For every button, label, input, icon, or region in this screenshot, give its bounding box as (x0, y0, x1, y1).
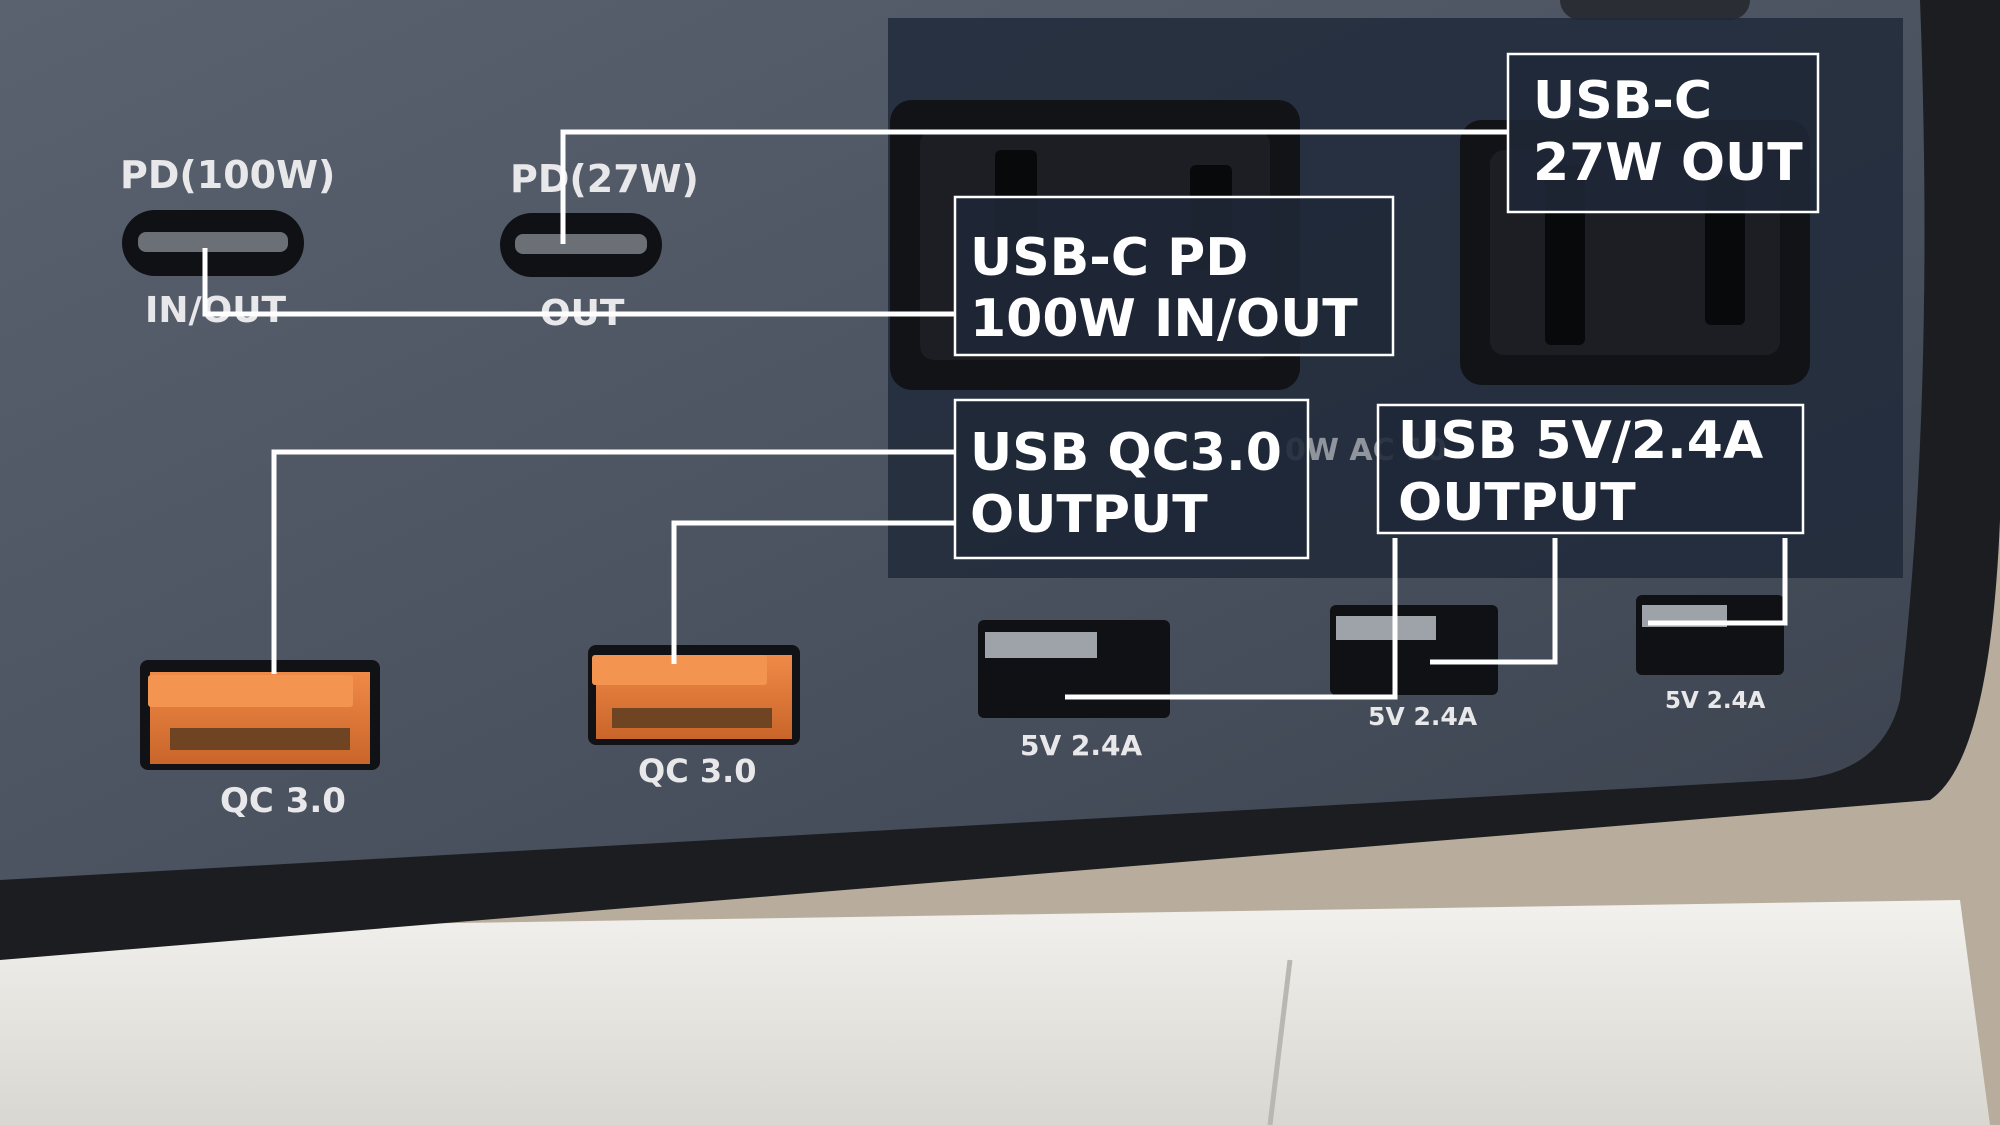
callout-qc-line1: USB QC3.0 (970, 423, 1282, 483)
usb-port-3 (1636, 595, 1784, 675)
top-button (1560, 0, 1750, 20)
callout-usbc100-line2: 100W IN/OUT (970, 289, 1358, 349)
leader-qc1 (271, 449, 955, 674)
callout-usb5v: USB 5V/2.4A OUTPUT (1376, 403, 1805, 535)
label-pd27: PD(27W) (510, 157, 699, 201)
qc-port-1 (140, 660, 380, 770)
usb-port-1 (978, 620, 1170, 718)
label-pd100: PD(100W) (120, 153, 335, 197)
usbc-port-100w (122, 210, 304, 276)
usbc-port-27w (500, 213, 662, 277)
leader-usb2 (1430, 538, 1558, 665)
callout-usbc100-line1: USB-C PD (970, 228, 1248, 288)
usb-port-2 (1330, 605, 1498, 695)
leader-usb3 (1648, 538, 1788, 626)
label-usb3: 5V 2.4A (1665, 688, 1766, 714)
callout-usb5v-line2: OUTPUT (1398, 473, 1636, 533)
leader-usbc27 (560, 129, 1508, 244)
callout-usb5v-line1: USB 5V/2.4A (1398, 411, 1763, 471)
label-usb2: 5V 2.4A (1368, 702, 1478, 731)
label-qc2: QC 3.0 (638, 752, 757, 790)
label-qc1: QC 3.0 (220, 781, 346, 821)
label-usb1: 5V 2.4A (1020, 729, 1143, 762)
white-housing (0, 900, 1990, 1125)
callout-usbc27-line1: USB-C (1533, 71, 1712, 131)
callout-usbc100: USB-C PD 100W IN/OUT (953, 195, 1395, 357)
callout-usbc27-line2: 27W OUT (1533, 133, 1803, 193)
label-inout: IN/OUT (145, 290, 287, 331)
leader-lines (202, 129, 1788, 700)
leader-usb1 (1065, 538, 1398, 700)
housing-seam (1267, 959, 1293, 1125)
callout-qc-line2: OUTPUT (970, 485, 1208, 545)
leader-usbc100 (202, 248, 955, 317)
qc-port-2 (588, 645, 800, 745)
leader-qc2 (671, 520, 955, 664)
callout-qc: USB QC3.0 OUTPUT (953, 398, 1310, 560)
callout-usbc27: USB-C 27W OUT (1506, 52, 1820, 214)
